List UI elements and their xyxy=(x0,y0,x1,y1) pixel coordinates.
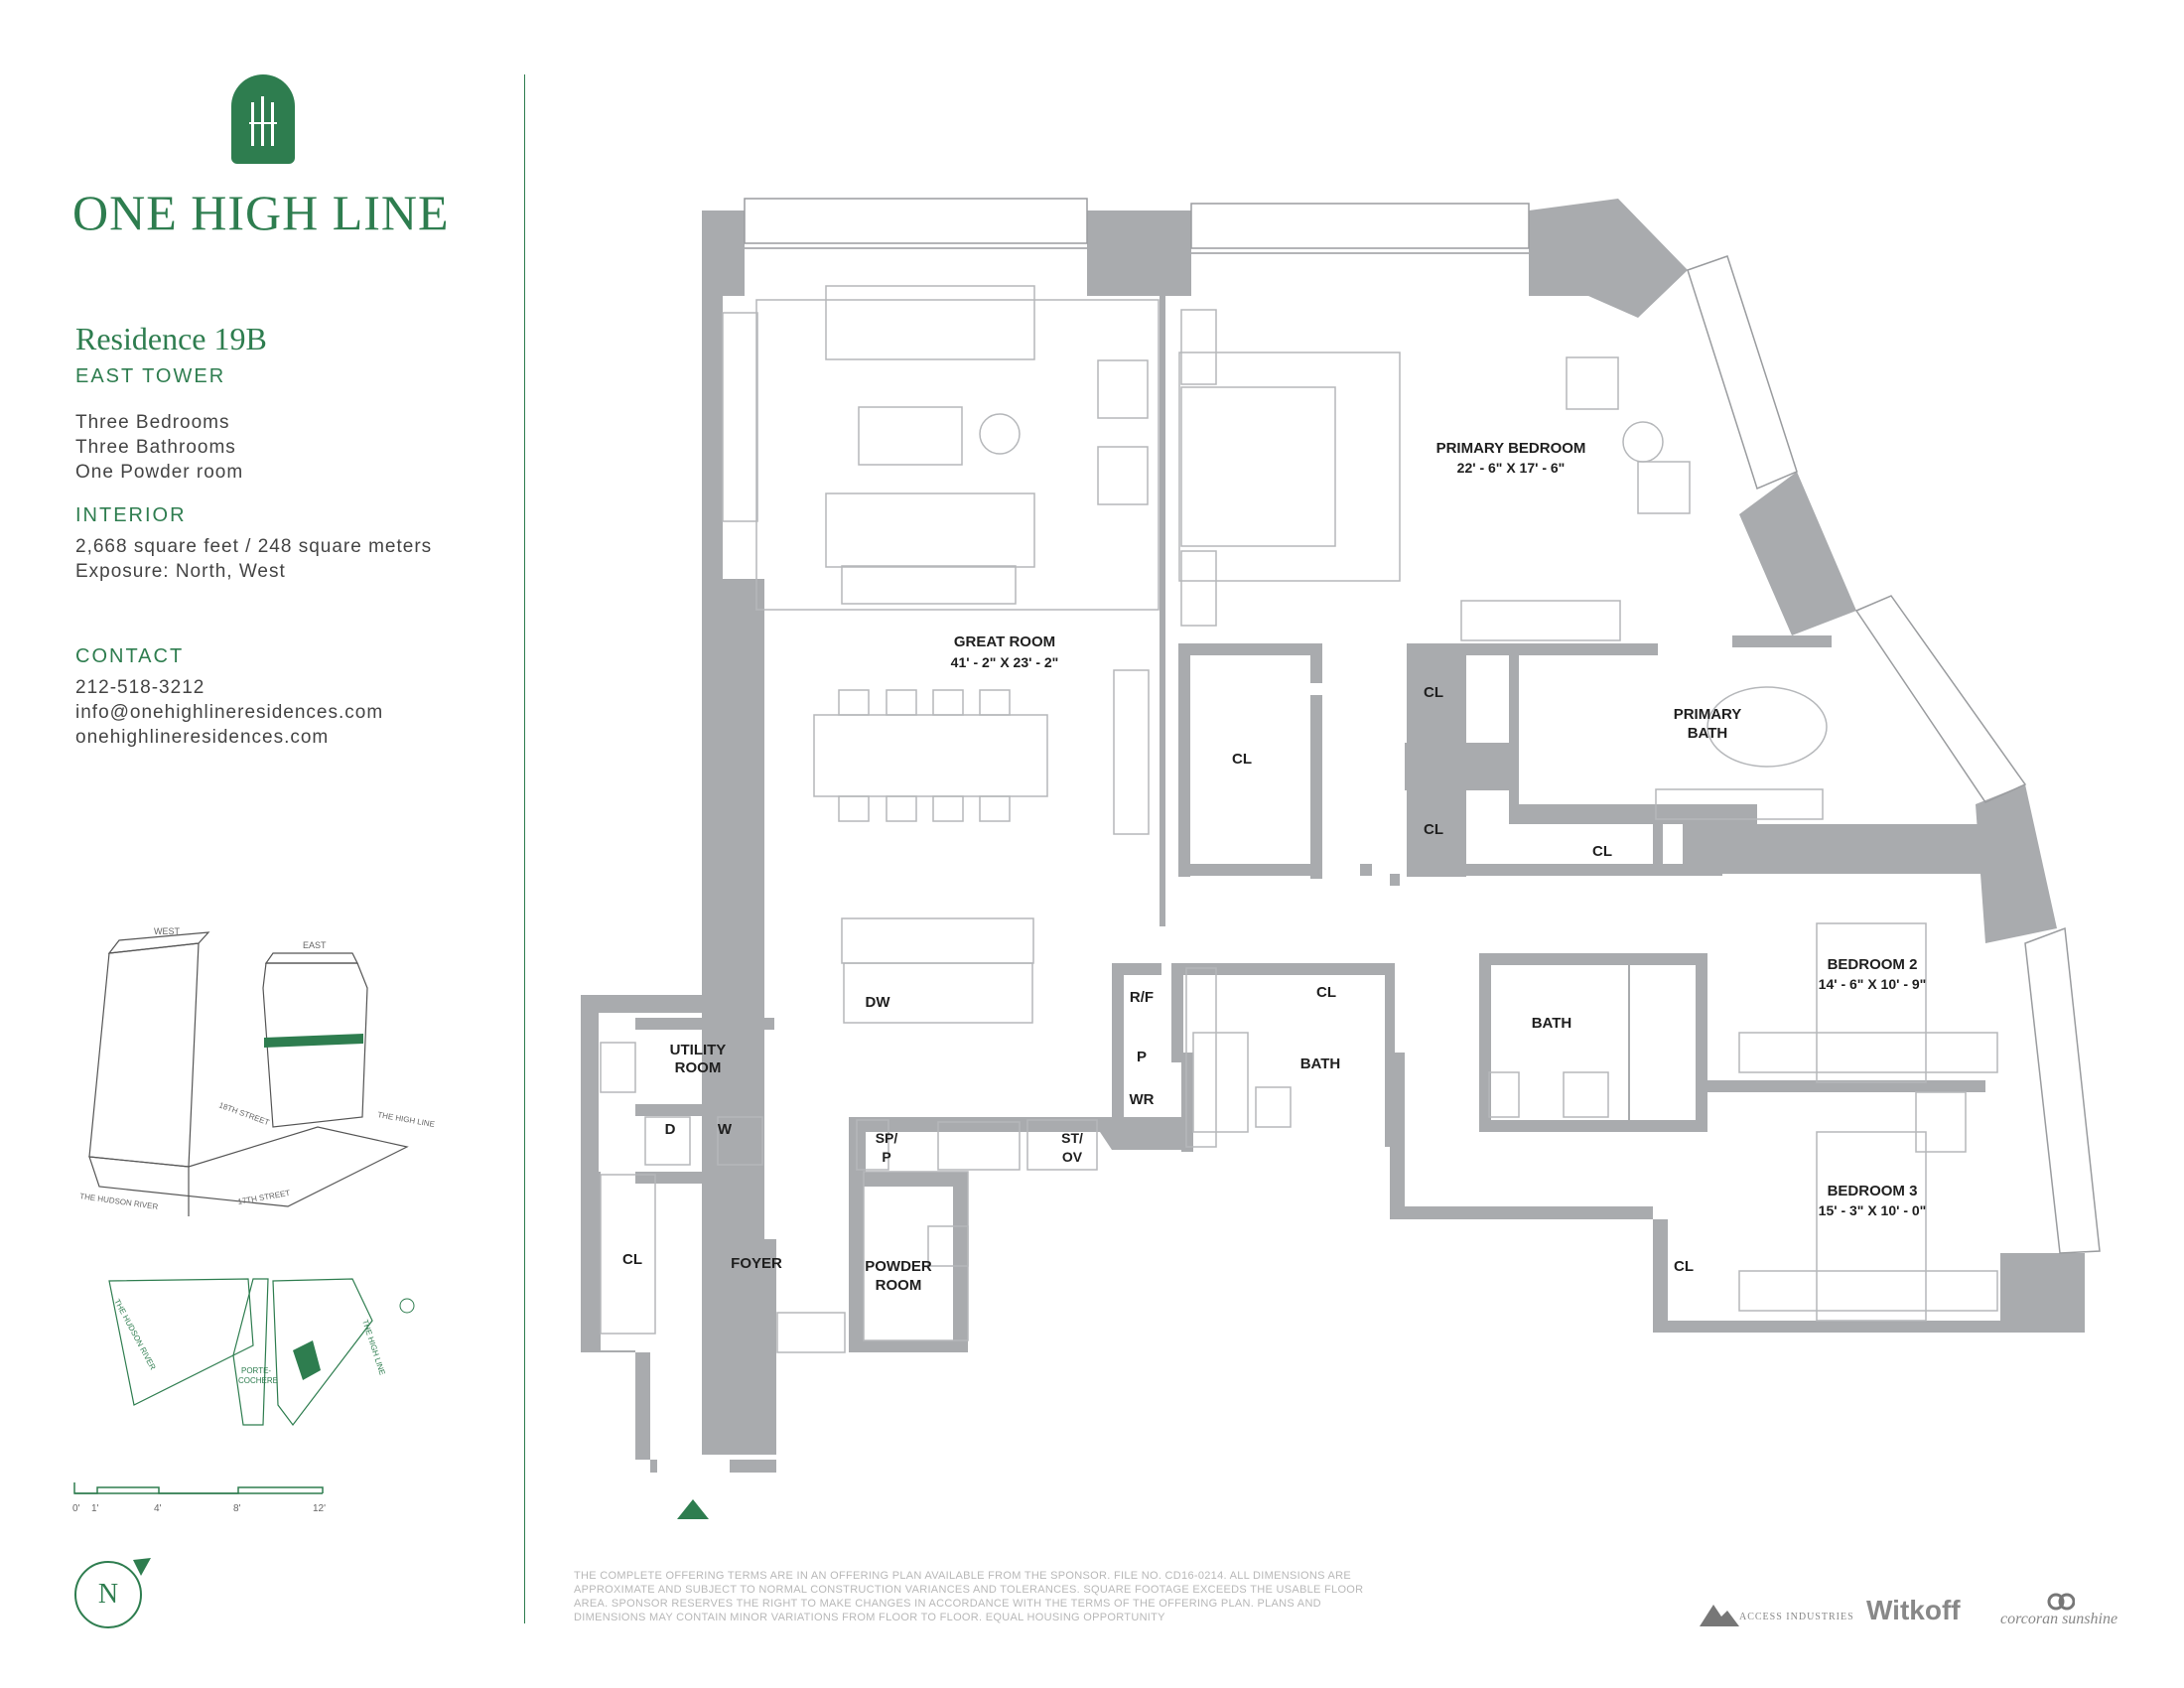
brand-logo-icon xyxy=(231,74,295,164)
label-primary-bath-2: BATH xyxy=(1688,725,1728,742)
label-p: P xyxy=(1137,1049,1147,1065)
site-block-west xyxy=(108,1278,254,1406)
access-industries-logo-icon xyxy=(1700,1605,1739,1626)
dims-bedroom-3: 15' - 3" X 10' - 0" xyxy=(1819,1202,1927,1218)
contact-phone[interactable]: 212-518-3212 xyxy=(75,677,205,698)
label-cl-hall: CL xyxy=(1316,984,1336,1001)
label-washer: W xyxy=(718,1121,733,1138)
interior-walls xyxy=(635,296,1985,1184)
partner-corcoran: corcoran sunshine xyxy=(2000,1611,2118,1627)
label-st-2: OV xyxy=(1062,1149,1083,1165)
scale-tick-0: 0' xyxy=(72,1503,80,1514)
entry-arrow-icon xyxy=(677,1499,709,1519)
exposure: Exposure: North, West xyxy=(75,561,286,582)
contact-email[interactable]: info@onehighlineresidences.com xyxy=(75,702,384,723)
label-cl-primary-2: CL xyxy=(1424,821,1443,838)
dims-bedroom-2: 14' - 6" X 10' - 9" xyxy=(1819,976,1927,992)
dims-primary-bedroom: 22' - 6" X 17' - 6" xyxy=(1457,460,1566,476)
legal-disclaimer: THE COMPLETE OFFERING TERMS ARE IN AN OF… xyxy=(574,1570,1364,1623)
windows xyxy=(744,198,2101,1254)
feature-bedrooms: Three Bedrooms xyxy=(75,412,230,433)
brand-name: ONE HIGH LINE xyxy=(72,185,450,240)
contact-label: CONTACT xyxy=(75,645,185,667)
feature-bathrooms: Three Bathrooms xyxy=(75,437,236,458)
label-dryer: D xyxy=(665,1121,676,1138)
label-utility-1: UTILITY xyxy=(670,1042,727,1058)
label-west: WEST xyxy=(154,926,181,936)
residence-title: Residence 19B xyxy=(75,321,267,356)
label-foyer: FOYER xyxy=(731,1255,782,1272)
site-label-porte: PORTE- xyxy=(241,1366,271,1375)
site-building-icon xyxy=(293,1340,321,1380)
site-map: THE HUDSON RIVER PORTE- COCHERE THE HIGH… xyxy=(108,1278,415,1426)
label-bedroom-2: BEDROOM 2 xyxy=(1828,956,1918,973)
logo-glyph xyxy=(249,96,277,146)
partner-access: ACCESS INDUSTRIES xyxy=(1739,1612,1854,1622)
site-compass-icon xyxy=(399,1298,415,1314)
label-powder-2: ROOM xyxy=(876,1277,922,1294)
label-east: EAST xyxy=(303,940,327,950)
partner-witkoff: Witkoff xyxy=(1866,1595,1961,1625)
furniture xyxy=(600,285,1998,1353)
scale-bar: 0' 1' 4' 8' 12' xyxy=(72,1482,326,1514)
scale-tick-12: 12' xyxy=(313,1503,326,1514)
interior-size: 2,668 square feet / 248 square meters xyxy=(75,536,433,557)
corcoran-logo-icon xyxy=(2047,1593,2075,1611)
scale-tick-1: 1' xyxy=(91,1503,99,1514)
label-bath-hall: BATH xyxy=(1300,1055,1341,1072)
label-utility-2: ROOM xyxy=(675,1059,722,1076)
label-rf: R/F xyxy=(1130,989,1154,1006)
label-bath-bedroom2: BATH xyxy=(1532,1015,1572,1032)
north-compass-icon: N xyxy=(74,1561,142,1628)
label-cl-foyer: CL xyxy=(622,1251,642,1268)
label-powder-1: POWDER xyxy=(865,1258,932,1275)
tower-label: EAST TOWER xyxy=(75,365,226,387)
label-cl-primary-3: CL xyxy=(1592,843,1612,860)
scale-tick-8: 8' xyxy=(233,1503,241,1514)
compass-arrow-icon xyxy=(133,1558,151,1576)
label-sp-2: P xyxy=(882,1149,890,1165)
compass-letter: N xyxy=(97,1579,119,1610)
panel-divider xyxy=(524,74,525,1623)
label-dishwasher: DW xyxy=(866,994,891,1011)
label-wr: WR xyxy=(1130,1091,1155,1108)
dims-great-room: 41' - 2" X 23' - 2" xyxy=(951,654,1059,670)
label-sp-1: SP/ xyxy=(876,1130,898,1146)
contact-website[interactable]: onehighlineresidences.com xyxy=(75,727,330,748)
label-cl-primary-1: CL xyxy=(1424,684,1443,701)
label-bedroom-3: BEDROOM 3 xyxy=(1828,1183,1918,1199)
label-cl-great: CL xyxy=(1232,751,1252,768)
residence-floor-highlight xyxy=(264,1034,363,1048)
feature-powder: One Powder room xyxy=(75,462,244,483)
label-st-1: ST/ xyxy=(1061,1130,1083,1146)
interior-label: INTERIOR xyxy=(75,504,187,526)
label-primary-bath-1: PRIMARY xyxy=(1674,706,1742,723)
label-great-room: GREAT ROOM xyxy=(954,633,1055,650)
scale-tick-4: 4' xyxy=(154,1503,162,1514)
site-label-cochere: COCHERE xyxy=(238,1376,278,1385)
label-primary-bedroom: PRIMARY BEDROOM xyxy=(1436,440,1586,457)
building-diagram: WEST EAST 18TH STREET THE HIGH LINE THE … xyxy=(79,926,436,1216)
label-cl-bedroom3: CL xyxy=(1674,1258,1694,1275)
